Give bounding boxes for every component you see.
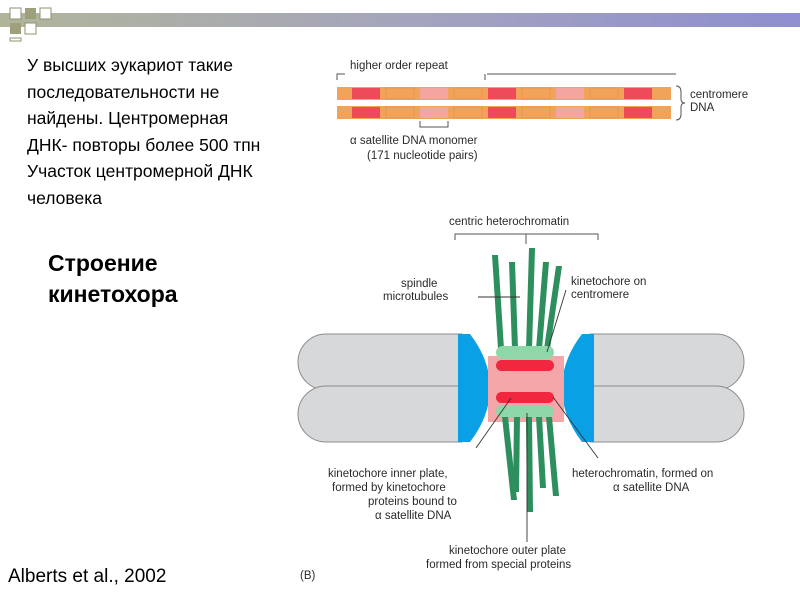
- description-line: У высших эукариот такие: [27, 55, 233, 75]
- kinetochore-on-centromere-label: kinetochore on: [571, 276, 646, 288]
- spindle-microtubules-lower: [502, 417, 559, 512]
- description-line: человека: [27, 187, 103, 208]
- dna-strand-bottom: [337, 106, 671, 119]
- outer-plate-label: kinetochore outer plate: [449, 545, 566, 557]
- section-heading: Строение кинетохора: [48, 248, 178, 310]
- kinetochore-plates: [496, 346, 554, 418]
- panel-label: (B): [300, 570, 316, 582]
- centromere-dna-figure: higher order repeat: [336, 60, 748, 162]
- heterochromatin-label: heterochromatin, formed on: [572, 468, 713, 480]
- heading-line: Строение: [48, 250, 158, 276]
- centric-heterochromatin-label: centric heterochromatin: [449, 216, 569, 228]
- kinetochore-figure: centric heterochromatin: [297, 216, 745, 582]
- chromatid-right: [589, 333, 745, 443]
- spindle-microtubules-label: spindle: [401, 278, 437, 290]
- inner-plate-label: proteins bound to: [368, 496, 457, 508]
- heterochromatin-label: α satellite DNA: [613, 482, 690, 494]
- leader-lines: [475, 289, 599, 542]
- centromere-dna-label: centromere: [690, 89, 748, 101]
- higher-order-repeat-label: higher order repeat: [350, 60, 449, 72]
- description-line: ДНК- повторы более 500 тпн: [27, 134, 261, 155]
- outer-plate-label: formed from special proteins: [426, 559, 571, 571]
- satellite-monomer-label: (171 nucleotide pairs): [367, 150, 478, 162]
- description-line: найдены. Центромерная: [27, 108, 229, 128]
- inner-plate-label: kinetochore inner plate,: [328, 468, 448, 480]
- citation: Alberts et al., 2002: [8, 566, 167, 587]
- spindle-microtubules-upper: [492, 248, 562, 349]
- inner-plate-label: α satellite DNA: [375, 510, 452, 522]
- chromatid-left: [297, 333, 463, 443]
- heading-line: кинетохора: [48, 281, 178, 307]
- dna-strand-top: [337, 87, 671, 100]
- centromere-dna-label: DNA: [690, 102, 715, 114]
- spindle-microtubules-label: microtubules: [383, 291, 448, 303]
- satellite-monomer-label: α satellite DNA monomer: [350, 135, 478, 147]
- centromere-caps: [458, 334, 594, 442]
- description-line: Участок центромерной ДНК: [27, 161, 253, 181]
- description-line: последовательности не: [27, 81, 220, 102]
- description-text: У высших эукариот такие последовательнос…: [27, 52, 327, 211]
- kinetochore-on-centromere-label: centromere: [571, 289, 629, 301]
- title-decoration-bar: [0, 7, 800, 42]
- inner-plate-label: formed by kinetochore: [332, 482, 446, 494]
